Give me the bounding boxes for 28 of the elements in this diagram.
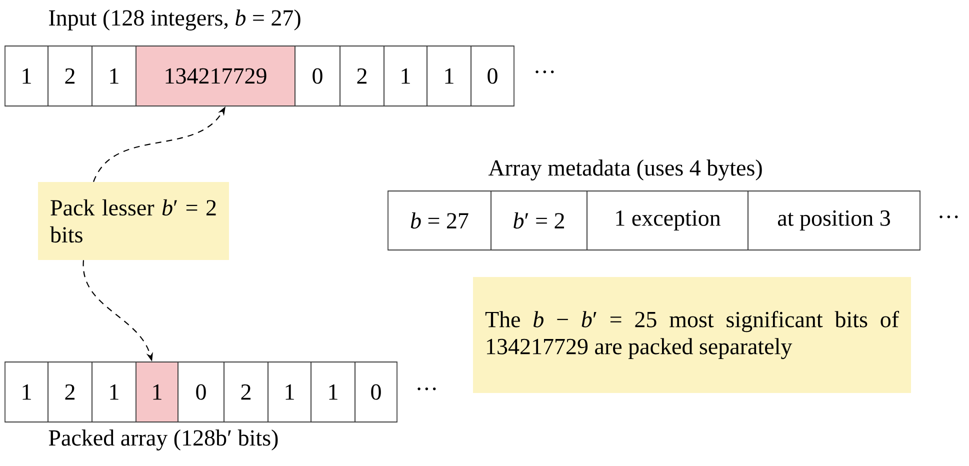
note-box: Pack lesser b′ = 2 bits (38, 182, 229, 260)
array-cell: 2 (340, 46, 384, 106)
array-cell: 0 (178, 362, 224, 422)
array-cell: 1 (384, 46, 428, 106)
ellipsis: ··· (940, 216, 958, 218)
array-cell: 1 (4, 46, 48, 106)
array-cell: 1 (136, 362, 178, 422)
array-cell: b = 27 (388, 190, 492, 250)
ellipsis: ··· (536, 70, 554, 74)
array-cell: at position 3 (748, 190, 920, 250)
array-cell: 1 (426, 46, 472, 106)
array-cell: 134217729 (136, 46, 296, 106)
array-cell: 0 (294, 46, 340, 106)
array-cell: 0 (354, 362, 398, 422)
array-title: Packed array (128b′ bits) (48, 430, 278, 450)
array-cell: 0 (470, 46, 514, 106)
array-title: Array metadata (uses 4 bytes) (488, 160, 762, 180)
array-cell: 1 (4, 362, 48, 422)
array-cell: b′ = 2 (490, 190, 588, 250)
ellipsis: ··· (418, 388, 436, 390)
array-cell: 1 exception (586, 190, 748, 250)
array-cell: 2 (224, 362, 268, 422)
array-cell: 1 (268, 362, 312, 422)
array-cell: 2 (48, 46, 92, 106)
note-box: The b − b′ = 25 most significant bits of 134217729 are packed separately (473, 277, 911, 393)
array-cell: 1 (310, 362, 356, 422)
array-title: Input (128 integers, b = 27) (49, 10, 300, 30)
array-cell: 2 (48, 362, 92, 422)
